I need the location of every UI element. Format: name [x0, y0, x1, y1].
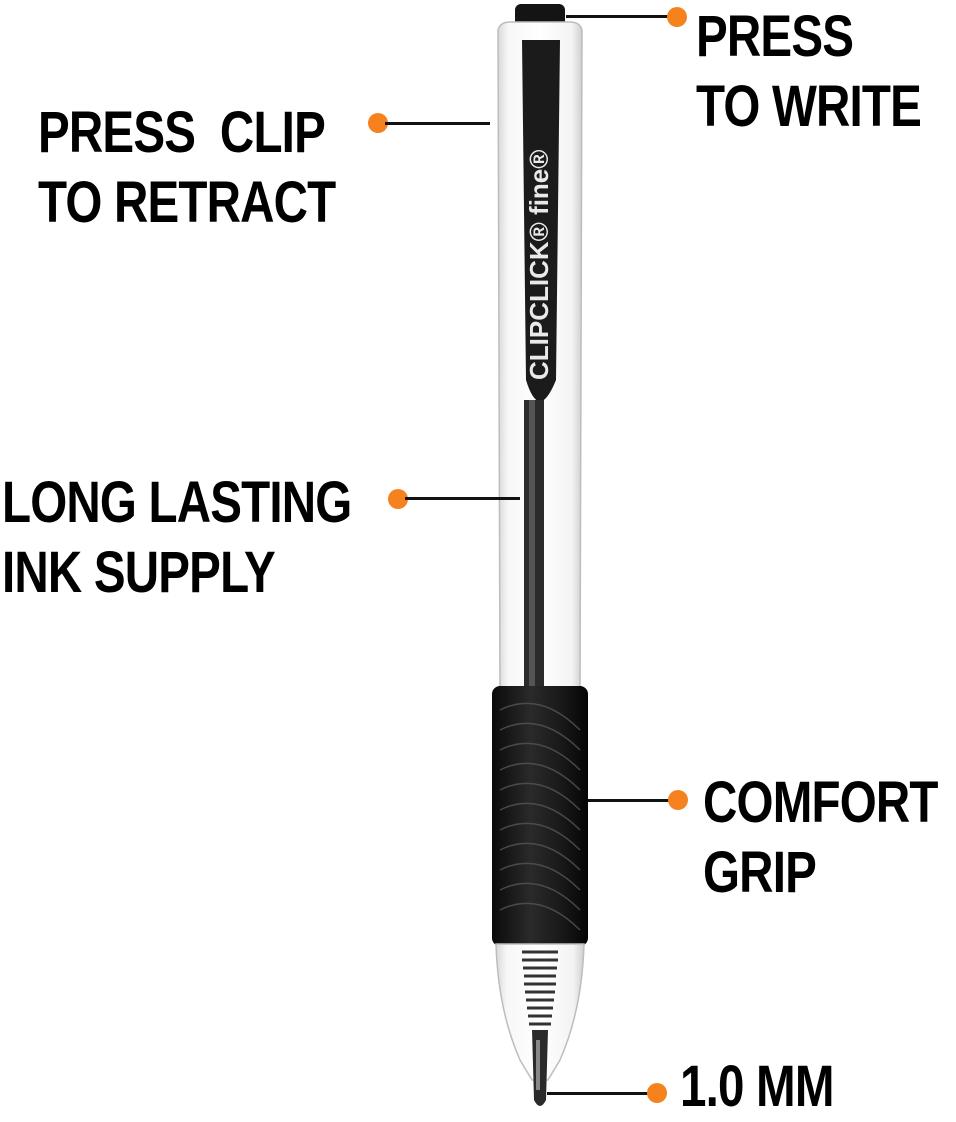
callout-dot-press-to-write [667, 7, 687, 27]
leader-line-comfort-grip [588, 799, 678, 802]
callout-line: 1.0 MM [680, 1054, 834, 1119]
leader-line-press-to-write [566, 15, 670, 18]
callout-line: GRIP [703, 840, 817, 905]
callout-label-press-to-write: PRESS TO WRITE [696, 2, 922, 142]
callout-dot-comfort-grip [668, 790, 688, 810]
callout-label-point-size: 1.0 MM [680, 1052, 834, 1122]
callout-line: TO RETRACT [38, 170, 336, 235]
callout-dot-point-size [647, 1083, 667, 1103]
callout-label-press-clip: PRESS CLIP TO RETRACT [38, 98, 336, 238]
callout-label-comfort-grip: COMFORT GRIP [703, 768, 938, 908]
pen-brand-text: CLIPCLICK® fine® [524, 150, 554, 380]
leader-line-point-size [547, 1092, 657, 1095]
leader-line-press-clip [385, 122, 490, 125]
callout-dot-ink-supply [388, 489, 408, 509]
callout-dot-press-clip [368, 113, 388, 133]
leader-line-ink-supply [405, 497, 520, 500]
callout-line: INK SUPPLY [2, 540, 276, 605]
callout-label-ink-supply: LONG LASTING INK SUPPLY [2, 468, 352, 608]
rubber-grip [492, 686, 588, 946]
callout-line: TO WRITE [696, 74, 922, 139]
callout-line: LONG LASTING [2, 470, 352, 535]
callout-line: PRESS CLIP [38, 100, 326, 165]
callout-line: COMFORT [703, 770, 938, 835]
callout-line: PRESS [696, 4, 854, 69]
clip [522, 40, 560, 402]
